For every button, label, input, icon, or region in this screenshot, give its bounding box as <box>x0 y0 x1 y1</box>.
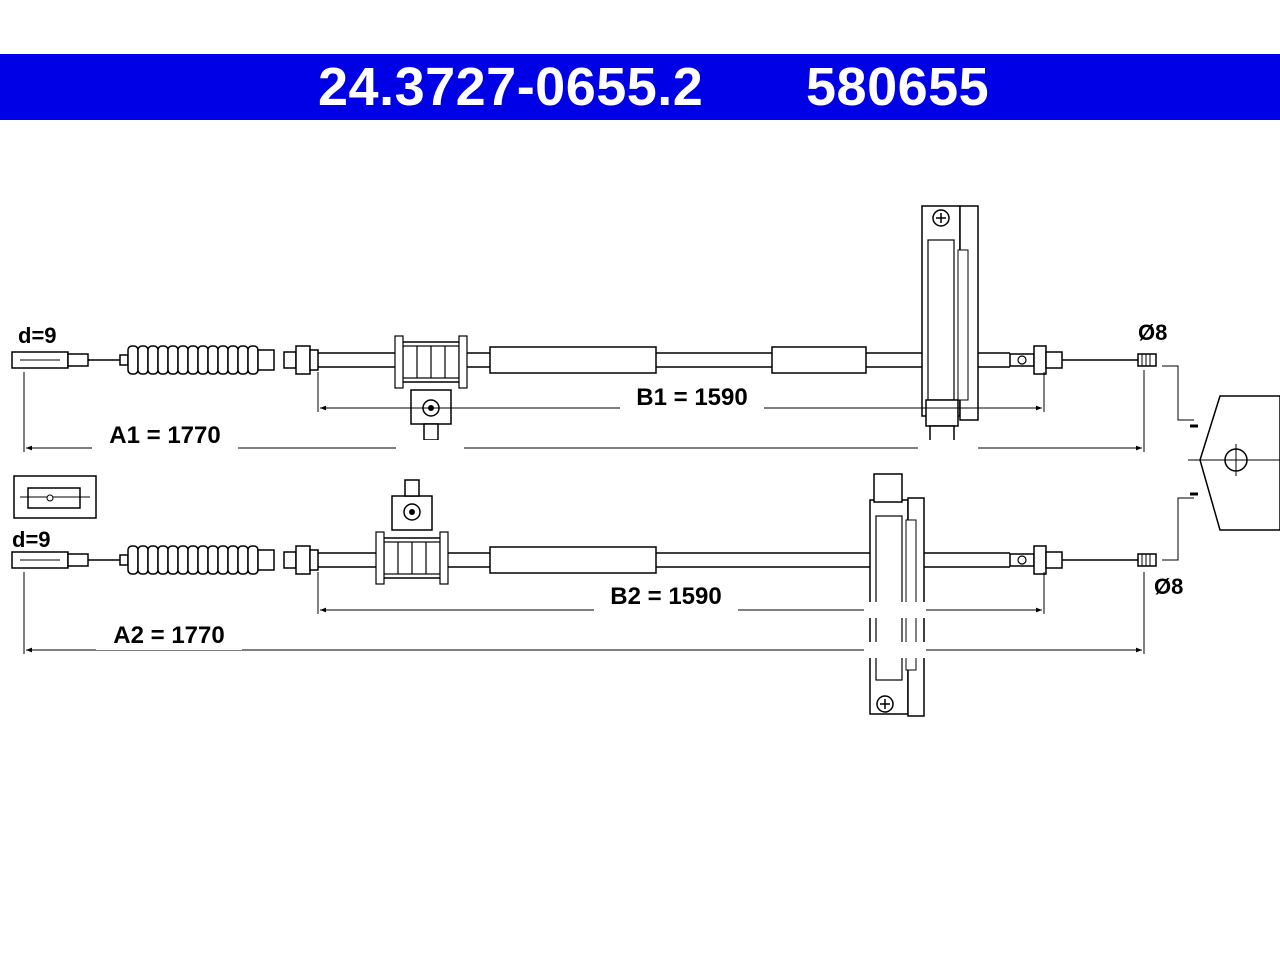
cable-1-sleeve-b <box>771 346 867 374</box>
cable-2: B2 = 1590 A2 = 1770 d=9 Ø8 <box>11 473 1183 717</box>
cable-2-sheath-length: B2 = 1590 <box>610 583 721 610</box>
cable-2-tip-diameter: Ø8 <box>1154 574 1183 599</box>
cable-2-tab <box>391 479 433 531</box>
cable-1-tab <box>410 389 452 441</box>
cable-1-sheath-length: B1 = 1590 <box>636 384 747 411</box>
cable-1-bellows <box>119 345 275 375</box>
cable-2-overall-length: A2 = 1770 <box>113 622 224 649</box>
cable-1-clip <box>394 335 468 389</box>
cable-2-sheath-nut <box>283 545 319 575</box>
cable-2-clip <box>375 531 449 585</box>
cable-1-bracket <box>921 205 979 449</box>
part-number: 24.3727-0655.2 <box>318 57 704 117</box>
reference-number: 580655 <box>806 57 990 117</box>
cable-1: B1 = 1590 A1 = 1770 d=9 Ø8 <box>11 205 1167 456</box>
cable-2-bracket <box>869 473 925 717</box>
cable-1-tip-diameter: Ø8 <box>1138 320 1167 345</box>
cable-1-end-diameter: d=9 <box>18 323 57 348</box>
cable-2-right-end <box>1009 545 1157 575</box>
cable-2-bellows <box>119 545 275 575</box>
end-plate-detail <box>1162 365 1280 561</box>
title-bar: 24.3727-0655.2 580655 <box>0 54 1280 120</box>
cable-2-end-diameter: d=9 <box>12 527 51 552</box>
cable-1-overall-length: A1 = 1770 <box>109 422 220 449</box>
cable-1-sheath-nut <box>283 345 319 375</box>
cable-1-sleeve-a <box>489 346 657 374</box>
cable-1-right-end <box>1009 345 1157 375</box>
cable-2-sleeve <box>489 546 657 574</box>
